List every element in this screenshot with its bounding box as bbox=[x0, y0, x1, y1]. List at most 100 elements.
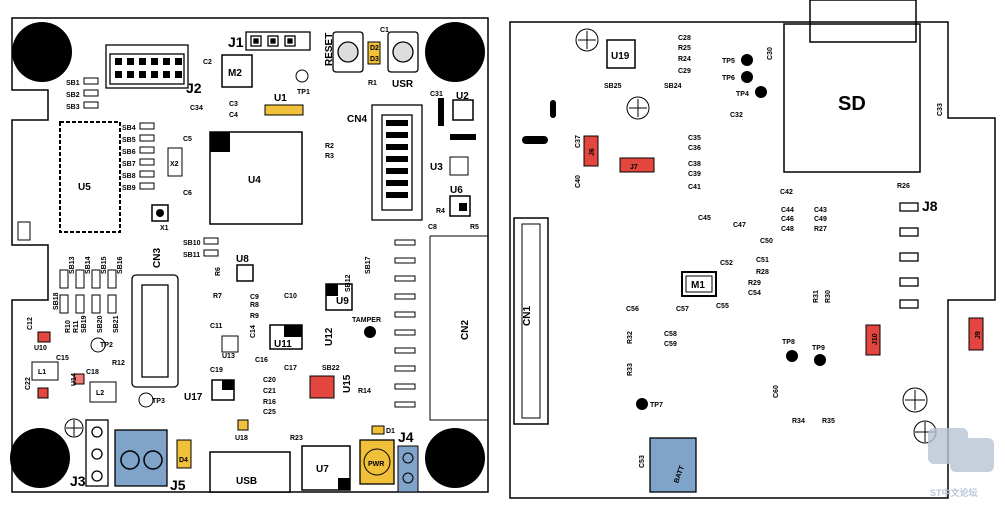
usr-label: USR bbox=[392, 79, 414, 90]
bar-r1 bbox=[522, 136, 548, 144]
r14-label: R14 bbox=[358, 388, 371, 395]
sb19-label: SB19 bbox=[81, 315, 88, 333]
c4-label: C4 bbox=[229, 112, 238, 119]
c18-label: C18 bbox=[86, 369, 99, 376]
u6-label: U6 bbox=[450, 185, 463, 196]
u13-part bbox=[221, 335, 239, 353]
c48-label: C48 bbox=[781, 226, 794, 233]
r24-label: R24 bbox=[678, 56, 691, 63]
sb1-label: SB1 bbox=[66, 80, 80, 87]
r9-label: R9 bbox=[250, 313, 259, 320]
j5-label: J5 bbox=[170, 477, 186, 493]
c16-label: C16 bbox=[255, 357, 268, 364]
j6-label: J6 bbox=[589, 148, 596, 156]
left-board bbox=[11, 17, 489, 493]
j8-label: J8 bbox=[922, 198, 938, 214]
sb14-label: SB14 bbox=[85, 256, 92, 274]
c25-label: C25 bbox=[263, 409, 276, 416]
c59-label: C59 bbox=[664, 341, 677, 348]
u15-label: U15 bbox=[342, 374, 353, 393]
cn1-label: CN1 bbox=[522, 306, 533, 326]
c28-label: C28 bbox=[678, 35, 691, 42]
j4-label: J4 bbox=[398, 429, 414, 445]
sb16-label: SB16 bbox=[117, 256, 124, 274]
tamper-label: TAMPER bbox=[352, 317, 381, 324]
x2-label: X2 bbox=[170, 161, 179, 168]
u15-part bbox=[309, 375, 335, 399]
sb22-label: SB22 bbox=[322, 365, 340, 372]
j6-part bbox=[583, 135, 599, 167]
sd-card-slot bbox=[809, 0, 917, 43]
c20-label: C20 bbox=[263, 377, 276, 384]
r1-label: R1 bbox=[368, 80, 377, 87]
u8-part bbox=[236, 264, 254, 282]
mount-hole-bl bbox=[10, 428, 70, 488]
usr-button bbox=[387, 31, 419, 73]
watermark-text: ST中文论坛 bbox=[930, 487, 978, 498]
sb12-label: SB12 bbox=[345, 274, 352, 292]
c32-label: C32 bbox=[730, 112, 743, 119]
j1-header bbox=[245, 31, 311, 51]
d1-label: D1 bbox=[386, 428, 395, 435]
tp3-label: TP3 bbox=[152, 398, 165, 405]
c38-label: C38 bbox=[688, 161, 701, 168]
u19-label: U19 bbox=[611, 51, 630, 62]
right-board-outline bbox=[509, 21, 996, 499]
r32-label: R32 bbox=[627, 331, 634, 344]
sb20-label: SB20 bbox=[97, 315, 104, 333]
d1-part bbox=[371, 425, 385, 435]
c49-label: C49 bbox=[814, 216, 827, 223]
cn2-connector bbox=[394, 235, 488, 421]
r16-label: R16 bbox=[263, 399, 276, 406]
l2-label: L2 bbox=[96, 390, 104, 397]
sb2-label: SB2 bbox=[66, 92, 80, 99]
sb24-label: SB24 bbox=[664, 83, 682, 90]
c47-label: C47 bbox=[733, 222, 746, 229]
u1-part bbox=[264, 104, 304, 116]
u1-label: U1 bbox=[274, 93, 287, 104]
sb-group-2 bbox=[59, 269, 117, 314]
c15-label: C15 bbox=[56, 355, 69, 362]
u18-part bbox=[237, 419, 249, 431]
j7-label: J7 bbox=[630, 164, 638, 171]
m1-label: M1 bbox=[691, 280, 705, 291]
sd-label: SD bbox=[838, 93, 866, 115]
batt-holder bbox=[649, 437, 697, 493]
sb8-label: SB8 bbox=[122, 173, 136, 180]
c51-label: C51 bbox=[756, 257, 769, 264]
u18-label: U18 bbox=[235, 435, 248, 442]
bar-part bbox=[438, 98, 444, 126]
sb3-label: SB3 bbox=[66, 104, 80, 111]
c29-label: C29 bbox=[678, 68, 691, 75]
l1-label: L1 bbox=[38, 369, 46, 376]
r27-label: R27 bbox=[814, 226, 827, 233]
x2-part bbox=[167, 147, 183, 177]
c2-label: C2 bbox=[203, 59, 212, 66]
mount-hole-tl bbox=[12, 22, 72, 82]
reset-button bbox=[332, 31, 364, 73]
tp8-label: TP8 bbox=[782, 339, 795, 346]
r2-label: R2 bbox=[325, 143, 334, 150]
tp9-label: TP9 bbox=[812, 345, 825, 352]
watermark-logo bbox=[928, 428, 994, 472]
right-board bbox=[509, 21, 996, 499]
sd-socket bbox=[783, 23, 921, 173]
u5-pad bbox=[17, 221, 31, 241]
c22-label: C22 bbox=[25, 377, 32, 390]
c57-label: C57 bbox=[676, 306, 689, 313]
tamper-point bbox=[364, 326, 376, 338]
c33-label: C33 bbox=[937, 103, 944, 116]
c6-label: C6 bbox=[183, 190, 192, 197]
red-pad bbox=[37, 387, 49, 399]
r35-label: R35 bbox=[822, 418, 835, 425]
c56-label: C56 bbox=[626, 306, 639, 313]
l1-part bbox=[31, 361, 59, 381]
sb17-label: SB17 bbox=[365, 256, 372, 274]
r6-label: R6 bbox=[215, 267, 222, 276]
tp4-point bbox=[755, 86, 767, 98]
c45-label: C45 bbox=[698, 215, 711, 222]
usb-label: USB bbox=[236, 476, 257, 487]
c36-label: C36 bbox=[688, 145, 701, 152]
u10-label: U10 bbox=[34, 345, 47, 352]
